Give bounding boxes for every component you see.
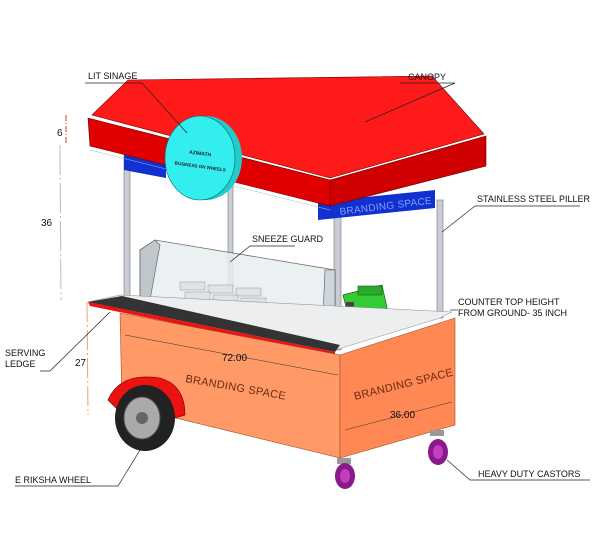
label-serving-1: SERVING [5,348,45,358]
lit-signage: AZIMATH BUSINESS ON WHEELS [164,115,242,201]
canopy [87,75,487,211]
label-counter-2: FROM GROUND- 35 INCH [458,308,567,318]
width-dim: 36.00 [390,410,415,421]
label-canopy: CANOPY [408,72,446,82]
canopy-branding-box [318,190,435,220]
label-wheel: E RIKSHA WHEEL [15,475,91,485]
labels: LIT SINAGE CANOPY STAINLESS STEEL PILLER… [5,71,591,485]
label-lit-sinage: LIT SINAGE [88,71,137,81]
label-counter-1: COUNTER TOP HEIGHT [458,297,560,307]
castor-front [335,458,355,489]
e-riksha-wheel [107,376,186,451]
pillar-height-dim: 36 [41,218,53,229]
label-steel-piller: STAINLESS STEEL PILLER [477,194,591,204]
label-serving-2: LEDGE [5,359,36,369]
sign-line1: AZIMATH [189,149,212,158]
castor-side [428,430,448,465]
counter-top [87,294,453,356]
label-castors: HEAVY DUTY CASTORS [478,469,580,479]
leader-lines [15,82,590,487]
canopy-height-dim: 6 [57,128,63,139]
counter-height-dim: 27 [75,358,87,369]
length-dim: 72.00 [222,353,247,364]
height-dimensions: 6 36 27 [41,115,89,416]
label-sneeze-guard: SNEEZE GUARD [252,234,324,244]
